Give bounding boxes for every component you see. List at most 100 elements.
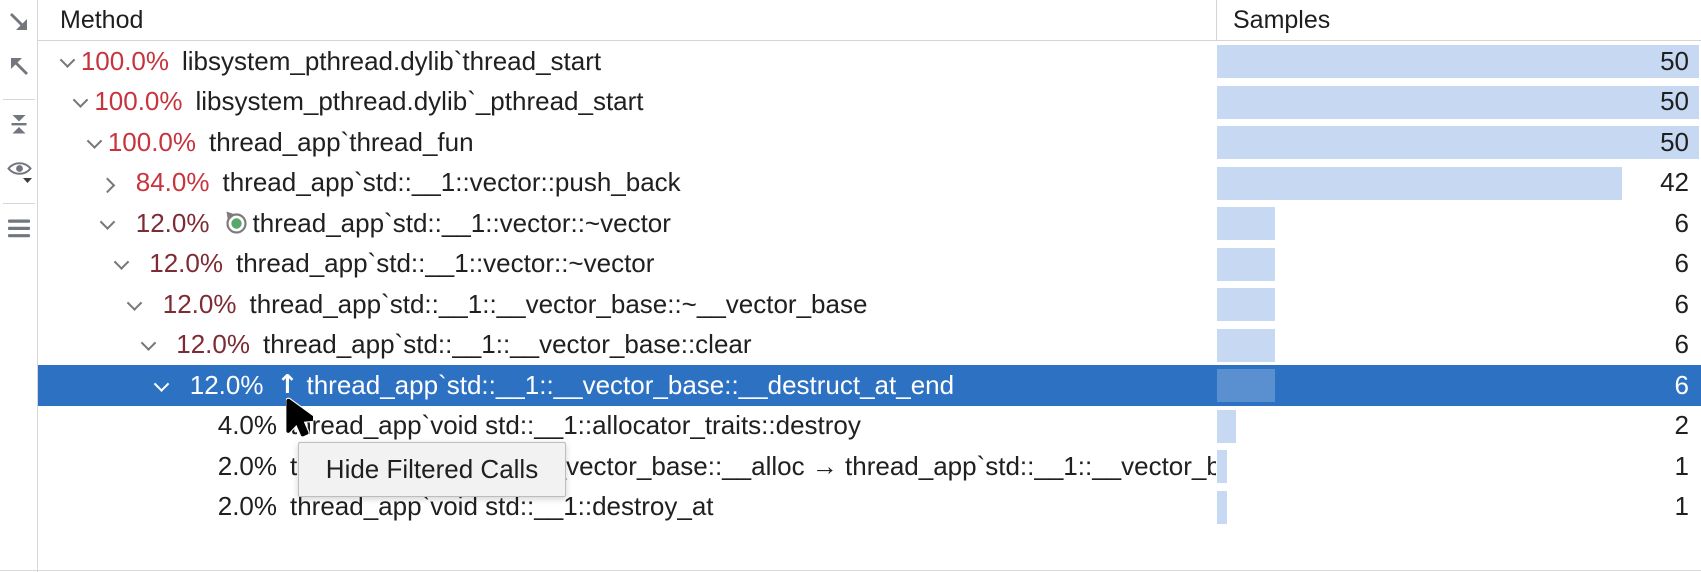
samples-cell: 6	[1216, 284, 1701, 325]
samples-cell: 1	[1216, 487, 1701, 528]
samples-value: 1	[1674, 450, 1689, 481]
indent-spacer	[38, 466, 163, 467]
method-name: thread_app`std::__1::vector::push_back	[222, 167, 681, 198]
samples-bar	[1217, 207, 1275, 240]
chevron-placeholder	[163, 454, 187, 478]
samples-cell: 6	[1216, 365, 1701, 406]
tree-row[interactable]: 100.0%libsystem_pthread.dylib`_pthread_s…	[38, 82, 1701, 123]
samples-column-header[interactable]: Samples	[1216, 0, 1701, 40]
method-cell: 100.0%libsystem_pthread.dylib`_pthread_s…	[38, 82, 1216, 123]
samples-cell: 50	[1216, 82, 1701, 123]
indent-spacer	[38, 223, 96, 224]
indent-spacer	[38, 61, 55, 62]
indent-spacer	[38, 182, 96, 183]
method-name: thread_app`std::__1::__vector_base::~__v…	[249, 288, 868, 319]
samples-bar	[1217, 328, 1275, 362]
samples-cell: 6	[1216, 325, 1701, 366]
samples-bar	[1217, 409, 1237, 443]
show-as-list-icon[interactable]	[0, 218, 38, 239]
recursion-icon	[223, 210, 253, 237]
tree-row[interactable]: 2.0%thread_app`void std::__1::destroy_at…	[38, 487, 1701, 528]
method-name: thread_app`void std::__1::allocator_trai…	[290, 410, 861, 441]
method-cell: 84.0% thread_app`std::__1::vector::push_b…	[38, 163, 1216, 204]
method-column-label: Method	[60, 5, 144, 34]
samples-cell: 42	[1216, 163, 1701, 204]
percent-label: 12.0%	[135, 207, 210, 238]
chevron-down-icon[interactable]	[150, 373, 174, 397]
method-cell: 12.0%thread_app`std::__1::__vector_base:…	[38, 325, 1216, 366]
table-header: Method Samples	[38, 0, 1701, 41]
tree-row[interactable]: 12.0%thread_app`std::__1::vector::~vecto…	[38, 203, 1701, 244]
chevron-down-icon[interactable]	[96, 211, 120, 235]
bottom-border	[0, 570, 1701, 571]
percent-label: 84.0%	[135, 167, 210, 198]
chevron-down-icon[interactable]	[82, 130, 106, 154]
roll-up-icon[interactable]	[0, 52, 38, 80]
view-options-icon[interactable]	[0, 158, 38, 184]
hide-filtered-calls-tooltip: Hide Filtered Calls	[298, 442, 566, 497]
up-arrow-icon: ↑	[276, 370, 299, 401]
chevron-down-icon[interactable]	[55, 49, 79, 73]
chevron-down-icon[interactable]	[109, 252, 133, 276]
percent-label: 12.0%	[162, 288, 237, 319]
samples-value: 2	[1674, 410, 1689, 441]
samples-cell: 50	[1216, 122, 1701, 163]
drill-down-icon[interactable]	[0, 8, 38, 36]
percent-label: 12.0%	[149, 248, 223, 279]
percent-label: 4.0%	[217, 410, 277, 441]
samples-bar	[1217, 490, 1227, 524]
tree-row[interactable]: 12.0% ↑thread_app`std::__1::__vector_base…	[38, 365, 1701, 406]
chevron-right-icon[interactable]	[96, 171, 120, 195]
method-cell: 100.0%libsystem_pthread.dylib`thread_sta…	[38, 41, 1216, 82]
method-name: thread_app`thread_fun	[209, 126, 474, 157]
method-name: thread_app`std::__1::vector::~vector	[236, 248, 655, 279]
indent-spacer	[38, 506, 163, 507]
tree-row[interactable]: 12.0% thread_app`std::__1::__vector_base:…	[38, 284, 1701, 325]
samples-bar	[1217, 45, 1699, 78]
samples-value: 6	[1674, 288, 1689, 319]
tooltip-label: Hide Filtered Calls	[325, 454, 539, 484]
percent-label: 2.0%	[217, 491, 277, 522]
samples-cell: 2	[1216, 406, 1701, 447]
method-cell: 2.0%thread_app`std::__1::__vector_base::…	[38, 446, 1216, 487]
samples-value: 6	[1674, 248, 1689, 279]
indent-spacer	[38, 263, 109, 264]
samples-value: 1	[1674, 491, 1689, 522]
samples-bar	[1217, 450, 1227, 483]
call-tree: 100.0% libsystem_pthread.dylib`thread_sta…	[38, 41, 1701, 527]
percent-label: 12.0%	[189, 369, 264, 400]
method-cell: 12.0% thread_app`std::__1::vector::~vecto…	[38, 244, 1216, 285]
toolbar-separator	[3, 203, 35, 204]
samples-cell: 1	[1216, 446, 1701, 487]
percent-label: 2.0%	[217, 450, 277, 481]
tree-row[interactable]: 12.0%thread_app`std::__1::__vector_base:…	[38, 325, 1701, 366]
method-cell: 12.0% ↑thread_app`std::__1::__vector_base…	[38, 365, 1216, 406]
samples-value: 50	[1660, 45, 1689, 76]
samples-value: 6	[1674, 329, 1689, 360]
method-name: thread_app`std::__1::__vector_base::__de…	[306, 369, 955, 400]
chevron-down-icon[interactable]	[123, 292, 147, 316]
collapse-all-icon[interactable]	[0, 112, 38, 136]
samples-value: 6	[1674, 369, 1689, 400]
chevron-placeholder	[163, 495, 187, 519]
method-cell: 4.0% thread_app`void std::__1::allocator_…	[38, 406, 1216, 447]
chevron-down-icon[interactable]	[136, 333, 160, 357]
method-name: libsystem_pthread.dylib`thread_start	[182, 45, 602, 76]
method-column-header[interactable]: Method	[38, 0, 1216, 40]
samples-bar	[1217, 288, 1275, 321]
tree-row[interactable]: 4.0% thread_app`void std::__1::allocator_…	[38, 406, 1701, 447]
samples-bar	[1217, 85, 1699, 119]
tree-row[interactable]: 2.0%thread_app`std::__1::__vector_base::…	[38, 446, 1701, 487]
method-cell: 12.0% thread_app`std::__1::__vector_base:…	[38, 284, 1216, 325]
method-cell: 2.0%thread_app`void std::__1::destroy_at	[38, 487, 1216, 528]
samples-cell: 50	[1216, 41, 1701, 82]
tree-row[interactable]: 12.0% thread_app`std::__1::vector::~vecto…	[38, 244, 1701, 285]
tree-row[interactable]: 84.0% thread_app`std::__1::vector::push_b…	[38, 163, 1701, 204]
tree-row[interactable]: 100.0%libsystem_pthread.dylib`thread_sta…	[38, 41, 1701, 82]
indent-spacer	[38, 101, 69, 102]
chevron-down-icon[interactable]	[69, 90, 93, 114]
percent-label: 100.0%	[94, 86, 183, 117]
toolbar-separator	[3, 99, 35, 100]
